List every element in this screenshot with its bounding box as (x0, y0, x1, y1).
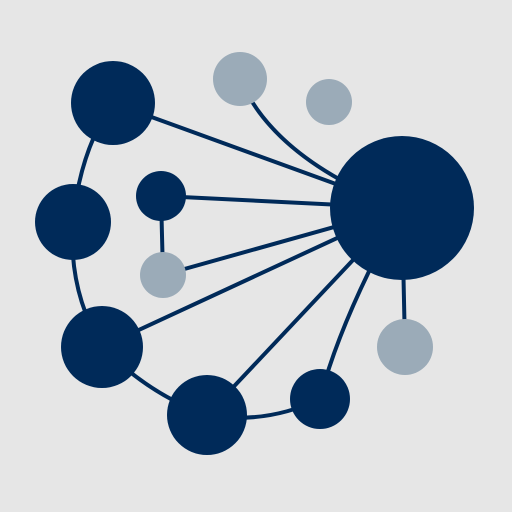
node-n3 (136, 171, 186, 221)
node-n7 (290, 369, 350, 429)
node-n6 (167, 375, 247, 455)
node-n9 (306, 79, 352, 125)
node-n1 (71, 61, 155, 145)
nodes-layer (35, 52, 474, 455)
node-n8 (213, 52, 267, 106)
node-n5 (61, 306, 143, 388)
node-n2 (35, 184, 111, 260)
node-n4 (140, 252, 186, 298)
node-n10 (377, 319, 433, 375)
node-hub (330, 136, 474, 280)
